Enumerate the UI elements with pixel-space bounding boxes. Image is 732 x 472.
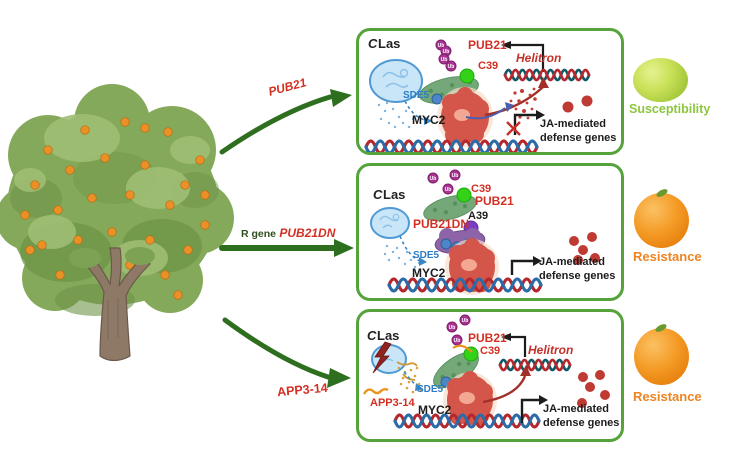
green-fruit-susceptible	[633, 58, 688, 102]
clas-label-c: C	[368, 36, 378, 51]
ub-label: Ub	[454, 338, 461, 344]
c39-site	[456, 187, 472, 203]
panel-pub21-susceptibility: Ub Ub Ub Ub	[356, 28, 624, 155]
app3-peptide-squiggle	[362, 388, 389, 395]
pub21dn-label: PUB21DN	[413, 217, 469, 231]
myc2-protein	[443, 371, 497, 428]
ja-mediated-label: JA-mediated	[540, 118, 606, 130]
promoter-dna	[387, 277, 543, 293]
ub-label: Ub	[452, 173, 459, 179]
pub21-label: PUB21	[468, 331, 507, 345]
ja-mediated-label: JA-mediated	[543, 403, 609, 415]
blocked-x-icon	[506, 121, 521, 136]
defense-product-dots	[569, 232, 600, 265]
myc2-protein	[445, 238, 499, 295]
citrus-tree	[0, 84, 234, 362]
pub21-label: PUB21	[475, 194, 514, 208]
helitron-label: Helitron	[528, 343, 573, 357]
promoter-dna	[364, 139, 539, 152]
ubiquitin-chain: Ub Ub Ub Ub	[435, 39, 457, 72]
c39-site	[463, 346, 479, 362]
pub21dn-gene-name: PUB21DN	[279, 226, 336, 240]
ub-label: Ub	[445, 187, 452, 193]
helitron-label: Helitron	[516, 51, 561, 65]
helitron-dna	[503, 68, 591, 82]
myc2-label: MYC2	[412, 113, 446, 127]
clas-label: Las	[383, 187, 405, 202]
a39-label: A39	[468, 210, 488, 222]
app3-14-label: APP3-14	[370, 397, 416, 409]
orange-fruit-resistant	[634, 193, 689, 248]
ub-label: Ub	[449, 325, 456, 331]
promoter-dna	[393, 413, 541, 429]
r-gene-prefix: R gene	[241, 228, 277, 240]
outcome-label-resistance-2: Resistance	[633, 389, 702, 404]
outcome-label-susceptibility: Susceptibility	[629, 102, 711, 116]
ub-label: Ub	[443, 49, 450, 55]
clas-label: Las	[378, 36, 400, 51]
clas-label-c: C	[373, 187, 383, 202]
degradation-arrow	[465, 102, 514, 120]
sde5-label: SDE5	[413, 250, 440, 261]
panel1-diagram: Ub Ub Ub Ub	[364, 36, 616, 152]
c39-label: C39	[480, 345, 500, 357]
pathway-arrow-pub21	[219, 89, 352, 155]
panel2-diagram: Ub Ub Ub	[370, 169, 615, 295]
secreted-effector-dots	[377, 101, 415, 129]
pathway-arrow-pub21dn	[219, 239, 354, 257]
clas-label: Las	[377, 328, 399, 343]
free-ubiquitins: Ub Ub Ub	[427, 169, 461, 195]
ub-label: Ub	[462, 318, 469, 324]
sde5-delivery-arrow	[404, 100, 432, 125]
clas-bacterium	[371, 341, 407, 374]
transposon-activation-arrow	[484, 77, 549, 117]
myc2-label: MYC2	[418, 403, 452, 417]
clas-label-c: C	[367, 328, 377, 343]
helitron-activates-pub21-arrow	[501, 41, 545, 72]
ja-mediated-label: JA-mediated	[539, 256, 605, 268]
transcription-arrow	[510, 256, 542, 275]
defense-genes-label: defense genes	[543, 417, 619, 429]
clas-bacterium	[369, 59, 423, 103]
defense-genes-label: defense genes	[540, 132, 616, 144]
ub-label: Ub	[430, 176, 437, 182]
degraded-protein-dots	[562, 95, 593, 113]
clas-bacterium	[370, 207, 410, 239]
defense-product-dots	[577, 370, 610, 408]
sde5-delivery-arrow	[399, 235, 427, 266]
defense-genes-label: defense genes	[539, 270, 615, 282]
panel-app3-14-resistance: Ub Ub Ub	[356, 309, 624, 442]
ub-label: Ub	[448, 64, 455, 70]
sde5-label: SDE5	[417, 384, 444, 395]
helitron-activates-pub21-arrow	[501, 333, 527, 357]
lightning-icon	[372, 341, 392, 374]
sde5-label: SDE5	[403, 90, 430, 101]
transposon-activation-arrow	[482, 365, 531, 404]
helitron-dna	[498, 358, 572, 372]
c39-site	[459, 68, 475, 84]
sde5-delivery-arrow	[403, 371, 423, 391]
ub-label: Ub	[441, 57, 448, 63]
panel3-diagram: Ub Ub Ub	[362, 314, 619, 429]
outcome-label-resistance-1: Resistance	[633, 249, 702, 264]
myc2-label: MYC2	[412, 266, 446, 280]
panel-pub21dn-resistance: Ub Ub Ub	[356, 163, 624, 301]
pathway-arrow-app3-14	[222, 317, 351, 388]
tree-trunk	[69, 247, 155, 362]
myc2-protein	[437, 87, 493, 147]
ub-label: Ub	[438, 43, 445, 49]
c39-label: C39	[478, 60, 498, 72]
transcription-arrow	[520, 395, 548, 423]
c39-label: C39	[471, 183, 491, 195]
transcription-arrow-blocked	[506, 110, 545, 136]
pathway-label-pub21dn: R gene PUB21DN	[241, 226, 335, 240]
app3-bound-squiggle	[452, 344, 473, 353]
free-ubiquitins: Ub Ub Ub	[446, 314, 471, 346]
pub21-label: PUB21	[468, 38, 507, 52]
orange-fruit-resistant	[634, 328, 689, 385]
